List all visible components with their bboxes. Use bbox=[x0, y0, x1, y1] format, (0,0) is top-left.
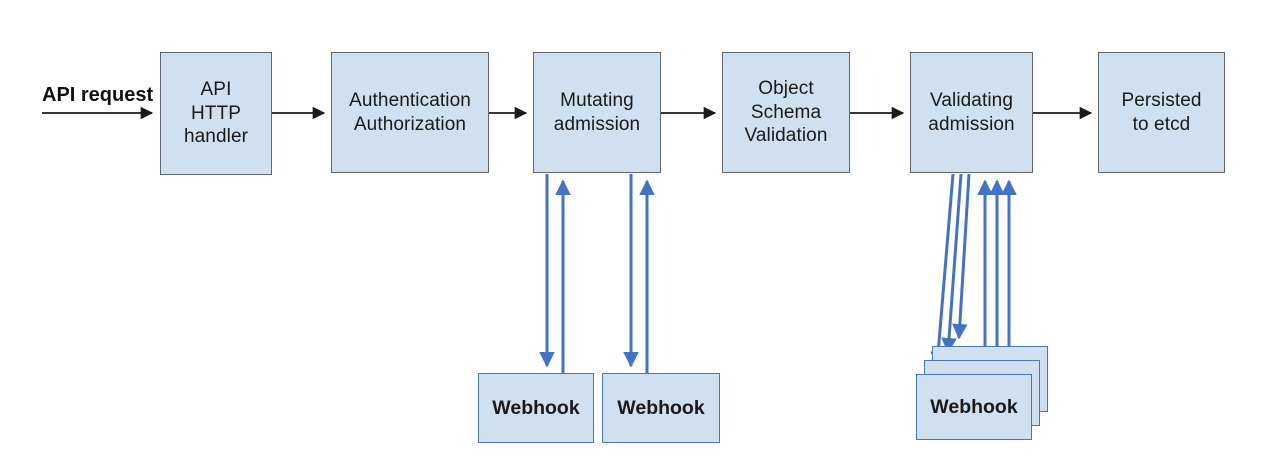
node-mutating-webhook-1[interactable]: Webhook bbox=[478, 373, 594, 443]
node-object-schema-validation[interactable]: Object Schema Validation bbox=[722, 52, 850, 173]
node-mutating-webhook-1-label: Webhook bbox=[492, 396, 580, 419]
node-validating-admission[interactable]: Validating admission bbox=[910, 52, 1033, 173]
node-authentication-authorization-label: Authentication Authorization bbox=[349, 89, 471, 135]
node-object-schema-validation-label: Object Schema Validation bbox=[744, 77, 828, 147]
node-mutating-admission[interactable]: Mutating admission bbox=[533, 52, 661, 173]
node-mutating-webhook-2[interactable]: Webhook bbox=[602, 373, 720, 443]
node-persisted-to-etcd[interactable]: Persisted to etcd bbox=[1098, 52, 1225, 173]
connector-validating-to-webhook-stack bbox=[930, 173, 1017, 374]
entry-label: API request bbox=[42, 84, 154, 106]
node-validating-admission-label: Validating admission bbox=[928, 89, 1015, 135]
node-api-http-handler[interactable]: API HTTP handler bbox=[160, 52, 272, 175]
node-mutating-webhook-2-label: Webhook bbox=[617, 396, 705, 419]
node-mutating-admission-label: Mutating admission bbox=[553, 89, 641, 135]
node-authentication-authorization[interactable]: Authentication Authorization bbox=[331, 52, 489, 173]
connector-mutating-to-webhook-2 bbox=[623, 174, 655, 373]
connector-mutating-to-webhook-1 bbox=[539, 174, 571, 373]
node-persisted-to-etcd-label: Persisted to etcd bbox=[1121, 89, 1202, 135]
node-validating-webhook-stack-front[interactable]: Webhook bbox=[916, 374, 1032, 440]
node-api-http-handler-label: API HTTP handler bbox=[183, 78, 249, 148]
node-validating-webhook-stack-label: Webhook bbox=[930, 395, 1018, 418]
